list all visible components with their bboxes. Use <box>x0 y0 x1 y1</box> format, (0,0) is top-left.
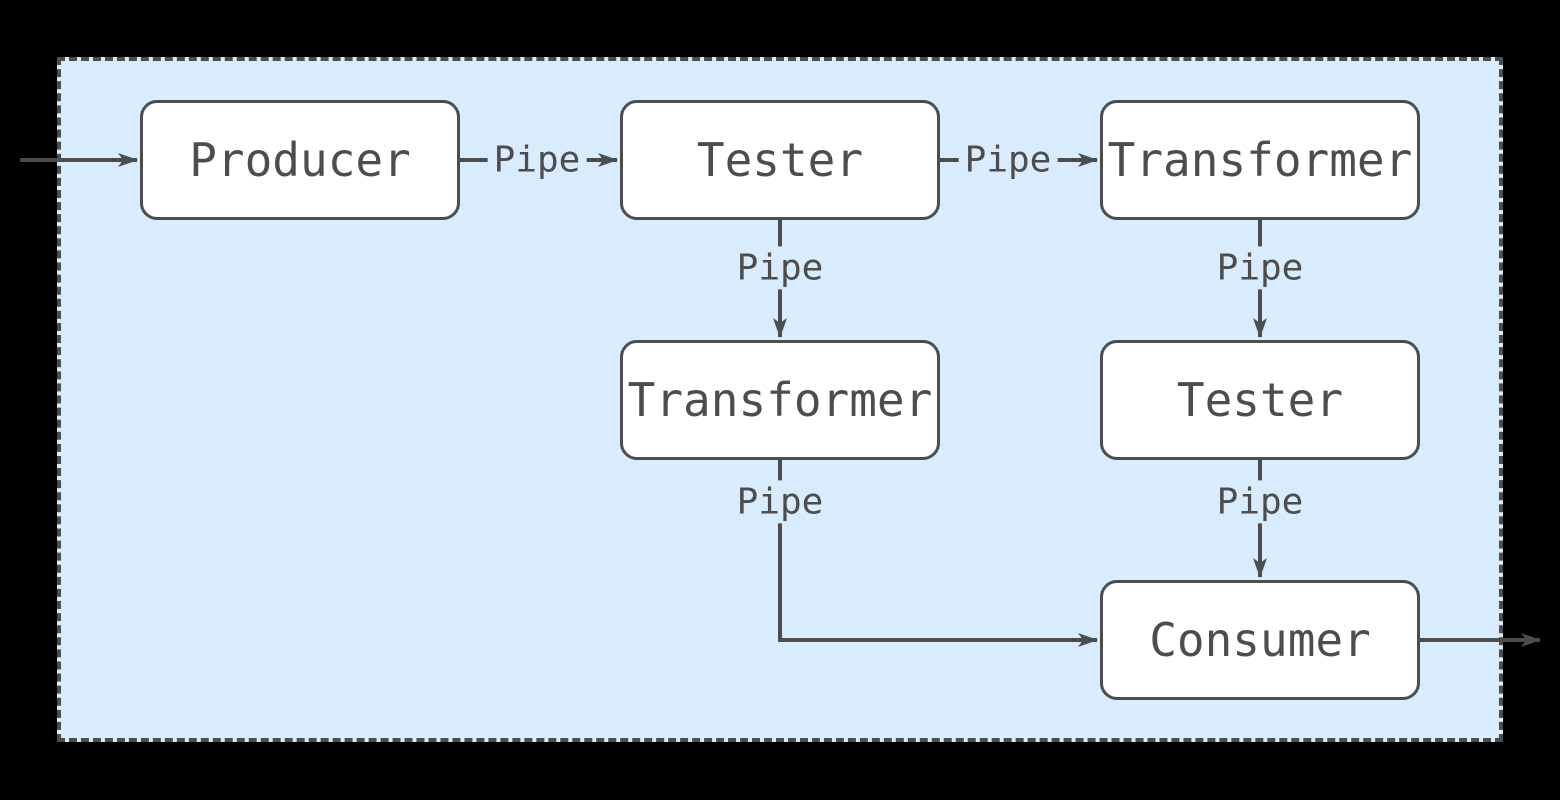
node-transformer-top: Transformer <box>1100 100 1420 220</box>
node-producer-label: Producer <box>189 133 411 187</box>
node-tester-top-label: Tester <box>696 133 864 187</box>
pipe-label-transformer-tester-mid: Pipe <box>1210 246 1310 290</box>
pipe-label-producer-tester: Pipe <box>487 138 587 182</box>
node-tester-mid-label: Tester <box>1176 373 1344 427</box>
node-transformer-mid-label: Transformer <box>627 373 933 427</box>
pipe-label-tester-transformer-mid: Pipe <box>730 246 830 290</box>
node-consumer-label: Consumer <box>1149 613 1371 667</box>
node-tester-mid: Tester <box>1100 340 1420 460</box>
pipe-label-transformer-mid-consumer: Pipe <box>730 480 830 524</box>
node-tester-top: Tester <box>620 100 940 220</box>
node-transformer-top-label: Transformer <box>1107 133 1413 187</box>
node-producer: Producer <box>140 100 460 220</box>
node-consumer: Consumer <box>1100 580 1420 700</box>
pipe-label-tester-mid-consumer: Pipe <box>1210 480 1310 524</box>
node-transformer-mid: Transformer <box>620 340 940 460</box>
pipe-label-tester-transformer: Pipe <box>958 138 1058 182</box>
